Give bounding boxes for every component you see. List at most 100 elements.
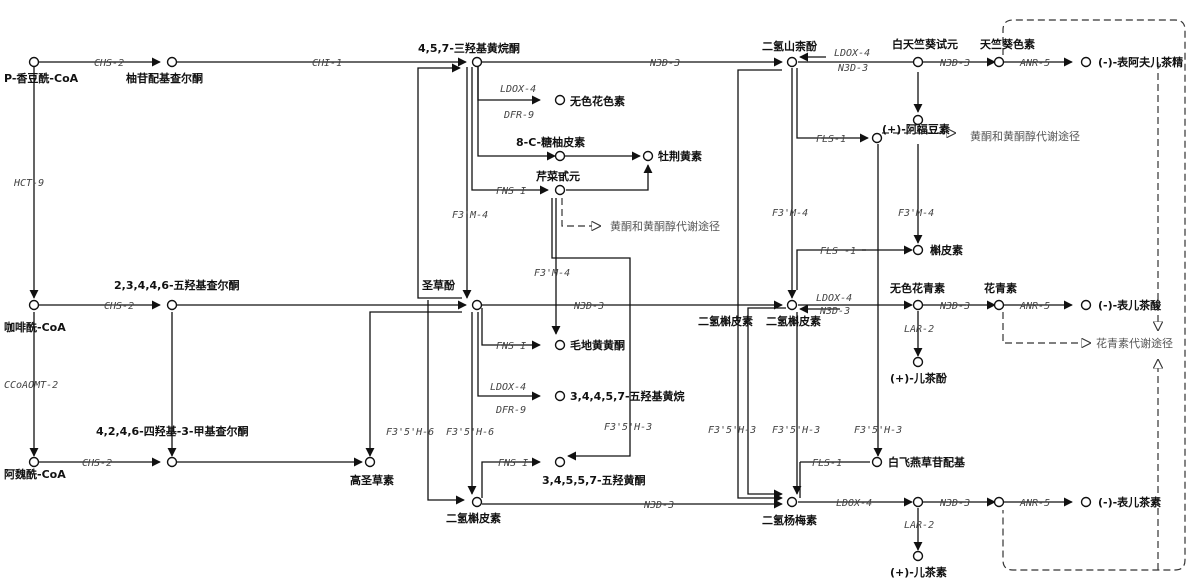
label-epicatechin: (-)-表儿茶酸 [1098,298,1162,312]
label-catechin: (+)-儿茶酚 [890,371,948,385]
node-pentahydroxychalcone[interactable] [166,299,178,311]
edge-naringenin-to-apigenin [471,67,549,195]
node-luteolin[interactable] [554,339,566,351]
node-pentahydroxyflavan[interactable] [554,390,566,402]
label-dihydrokaempferol: 二氢山柰酚 [762,39,818,53]
node-quercetin[interactable] [912,244,924,256]
node-leucocyanidin[interactable] [912,299,924,311]
node-pelargonidin[interactable] [993,56,1005,68]
label-dihydroquercetin-bottom: 二氢槲皮素 [446,511,501,525]
pathway-flavone-flavonol-right[interactable]: 黄酮和黄酮醇代谢途径 [970,129,1080,143]
enzyme-lar2-row2: LAR-2 [904,324,934,335]
enzyme-anr5-row3: ANR-5 [1019,498,1050,509]
node-eriodictyol[interactable] [471,299,483,311]
label-leucopelargonidin: 无色花色素 [569,94,625,108]
label-dihydromyricetin: 二氢杨梅素 [762,513,817,527]
node-tricetin[interactable] [554,456,566,468]
enzyme-ldox4-mid: LDOX-4 [490,382,526,393]
label-homoeriodictyol: 高圣草素 [350,473,394,487]
edge-naringenin-to-8c [477,67,556,161]
node-caffeoyl-coa[interactable] [28,299,40,311]
compound-labels: P-香豆酰-CoA 柚苷配基查尔酮 4,5,7-三羟基黄烷酮 二氢山柰酚 白天竺… [4,37,1183,579]
label-pentahydroxychalcone: 2,3,4,4,6-五羟基查尔酮 [114,278,240,292]
anthocyanin-bracket [1002,19,1186,571]
node-gallocatechin[interactable] [912,550,924,562]
edge-eriodictyol-to-pentaflavan [477,312,541,401]
node-feruloyl-coa[interactable] [28,456,40,468]
label-gallocatechin: (+)-儿茶素 [890,565,947,579]
edge-dhq-to-tricetin [481,457,541,498]
node-homoeriodictyol[interactable] [364,456,376,468]
pathway-flavone-flavonol-mid[interactable]: 黄酮和黄酮醇代谢途径 [610,219,720,233]
node-leucopelargonidin[interactable] [554,94,566,106]
enzyme-anr5-row2: ANR-5 [1019,301,1050,312]
enzyme-ldox4-row3: LDOX-4 [836,498,872,509]
node-vitexin[interactable] [642,150,654,162]
enzyme-chs2-row3: CHS-2 [82,458,112,469]
edge-apigenin-to-vitexin [566,164,653,191]
label-pentahydroxyflavan: 3,4,4,5,7-五羟基黄烷 [570,389,685,403]
enzyme-fns1-bottom: FNS I [498,458,528,469]
pathway-anthocyanin[interactable]: 花青素代谢途径 [1096,336,1173,350]
node-dihydrokaempferol[interactable] [786,56,798,68]
enzyme-fls1-top: FLS-1 [816,134,846,145]
node-coumaroyl-coa[interactable] [28,56,40,68]
enzyme-n3d3-row1c: N3D-3 [939,58,970,69]
enzyme-fls1-mid: FLS -1 [820,246,856,257]
label-cyanidin: 花青素 [984,281,1017,295]
node-naringenin[interactable] [471,56,483,68]
edge-eriodictyol-to-luteolin [481,308,541,350]
label-kaempferol-white: 白天竺葵试元 [892,37,958,51]
enzyme-chs2-row1: CHS-2 [94,58,124,69]
edge-apigenin-long [551,198,631,461]
enzyme-n3d3-row3: N3D-3 [643,500,674,511]
node-myricetin[interactable] [871,456,883,468]
label-tetrahydroxychalcone: 4,2,4,6-四羟基-3-甲基查尔酮 [96,424,249,438]
node-tetrahydroxychalcone[interactable] [166,456,178,468]
label-dihydroquercetin-right: 二氢槲皮素 [766,314,821,328]
node-delphinidin-pre[interactable] [912,496,924,508]
edge-f35h3-inner [747,307,786,499]
node-apigenin[interactable] [554,184,566,196]
edge-fls1-to-quercetin [796,249,866,290]
node-kaempferol-2[interactable] [912,114,924,126]
enzyme-n3d3-row1b: N3D-3 [837,63,868,74]
label-tricetin: 3,4,5,5,7-五羟黄酮 [542,473,646,487]
enzyme-f35h6-left: F3'5'H-6 [386,427,434,438]
label-afzelechin: (+)-阿福豆素 [882,122,950,136]
node-dihydroquercetin-bottom[interactable] [471,496,483,508]
edge-f35h3-outer [737,69,783,503]
enzyme-f3m4-right: F3'M-4 [772,208,808,219]
node-cyanidin[interactable] [993,299,1005,311]
node-8c-glucoside[interactable] [554,150,566,162]
enzyme-ldox4-row1: LDOX-4 [834,48,870,59]
edge-dhk-to-afzelechin [796,68,869,143]
label-dihydroquercetin-left: 二氢槲皮素 [698,314,753,328]
edge-to-anthocyanin-path-mid [1002,312,1090,343]
enzyme-lar2-row3: LAR-2 [904,520,934,531]
node-catechin[interactable] [912,356,924,368]
enzyme-n3d3-row2: N3D-3 [573,301,604,312]
reaction-lines [29,19,1186,571]
label-p-coumaroyl-coa: P-香豆酰-CoA [4,71,79,85]
node-epigallocatechin[interactable] [1080,496,1092,508]
node-dihydromyricetin[interactable] [786,496,798,508]
node-kaempferol[interactable] [912,56,924,68]
label-8c-glucoside: 8-C-糖柚皮素 [516,135,585,149]
label-naringenin: 4,5,7-三羟基黄烷酮 [418,41,520,55]
label-eriodictyol: 圣草酚 [421,278,456,292]
node-epiafzelechin[interactable] [1080,56,1092,68]
node-delphinidin[interactable] [993,496,1005,508]
enzyme-f35h3-c: F3'5'H-3 [854,425,902,436]
edge-eriodictyol-to-homoeriodictyol [365,311,462,457]
enzyme-chi1: CHI-1 [312,58,342,69]
enzyme-fns1-top: FNS I [496,186,526,197]
enzyme-fns1-mid: FNS I [496,341,526,352]
label-myricetin: 白飞燕草苷配基 [888,455,966,469]
node-naringenin-chalcone[interactable] [166,56,178,68]
node-dihydroquercetin[interactable] [786,299,798,311]
node-afzelechin[interactable] [871,132,883,144]
node-epicatechin[interactable] [1080,299,1092,311]
enzyme-f35h3-b: F3'5'H-3 [772,425,820,436]
